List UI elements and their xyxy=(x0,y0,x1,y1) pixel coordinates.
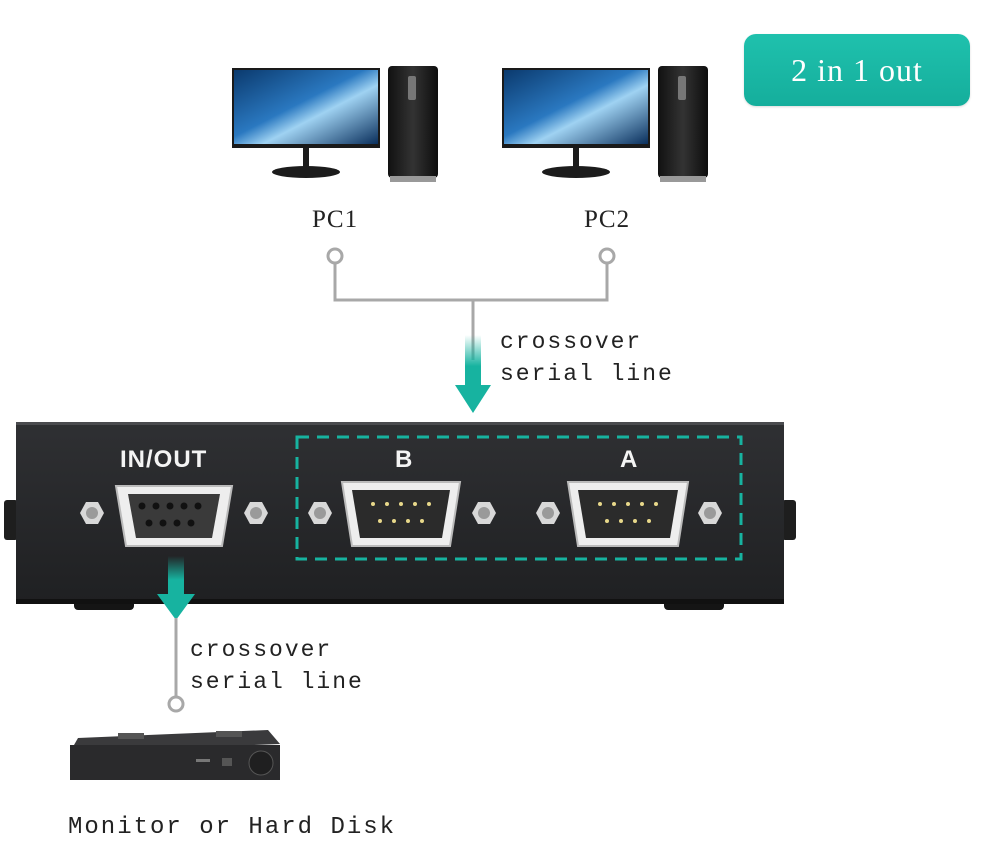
input-arrow-icon xyxy=(455,335,491,413)
output-device-label: Monitor or Hard Disk xyxy=(68,814,397,841)
output-cable-line xyxy=(167,618,185,713)
port-a-label: A xyxy=(620,446,639,473)
output-device-icon xyxy=(70,730,280,780)
input-cable-label: crossover serial line xyxy=(500,326,674,390)
output-cable-label-line2: serial line xyxy=(190,669,364,695)
pc1-monitor-icon xyxy=(232,68,380,178)
pc1-label: PC1 xyxy=(312,206,359,233)
inout-port-label: IN/OUT xyxy=(120,446,208,473)
input-cable-label-line1: crossover xyxy=(500,329,643,355)
pc2-monitor-icon xyxy=(502,68,650,178)
output-cable-label: crossover serial line xyxy=(190,634,364,698)
two-in-one-out-badge: 2 in 1 out xyxy=(744,34,970,106)
port-b-label: B xyxy=(395,446,414,473)
pc2-label: PC2 xyxy=(584,206,631,233)
inout-port-icon xyxy=(80,485,268,547)
port-a-icon xyxy=(536,481,722,547)
input-cable-label-line2: serial line xyxy=(500,361,674,387)
pc1-tower-icon xyxy=(388,66,438,182)
output-cable-label-line1: crossover xyxy=(190,637,333,663)
input-ports-group-outline xyxy=(295,435,743,561)
port-b-icon xyxy=(308,481,496,547)
output-arrow-icon xyxy=(157,556,195,620)
input-cable-lines xyxy=(326,247,616,360)
pc2-tower-icon xyxy=(658,66,708,182)
